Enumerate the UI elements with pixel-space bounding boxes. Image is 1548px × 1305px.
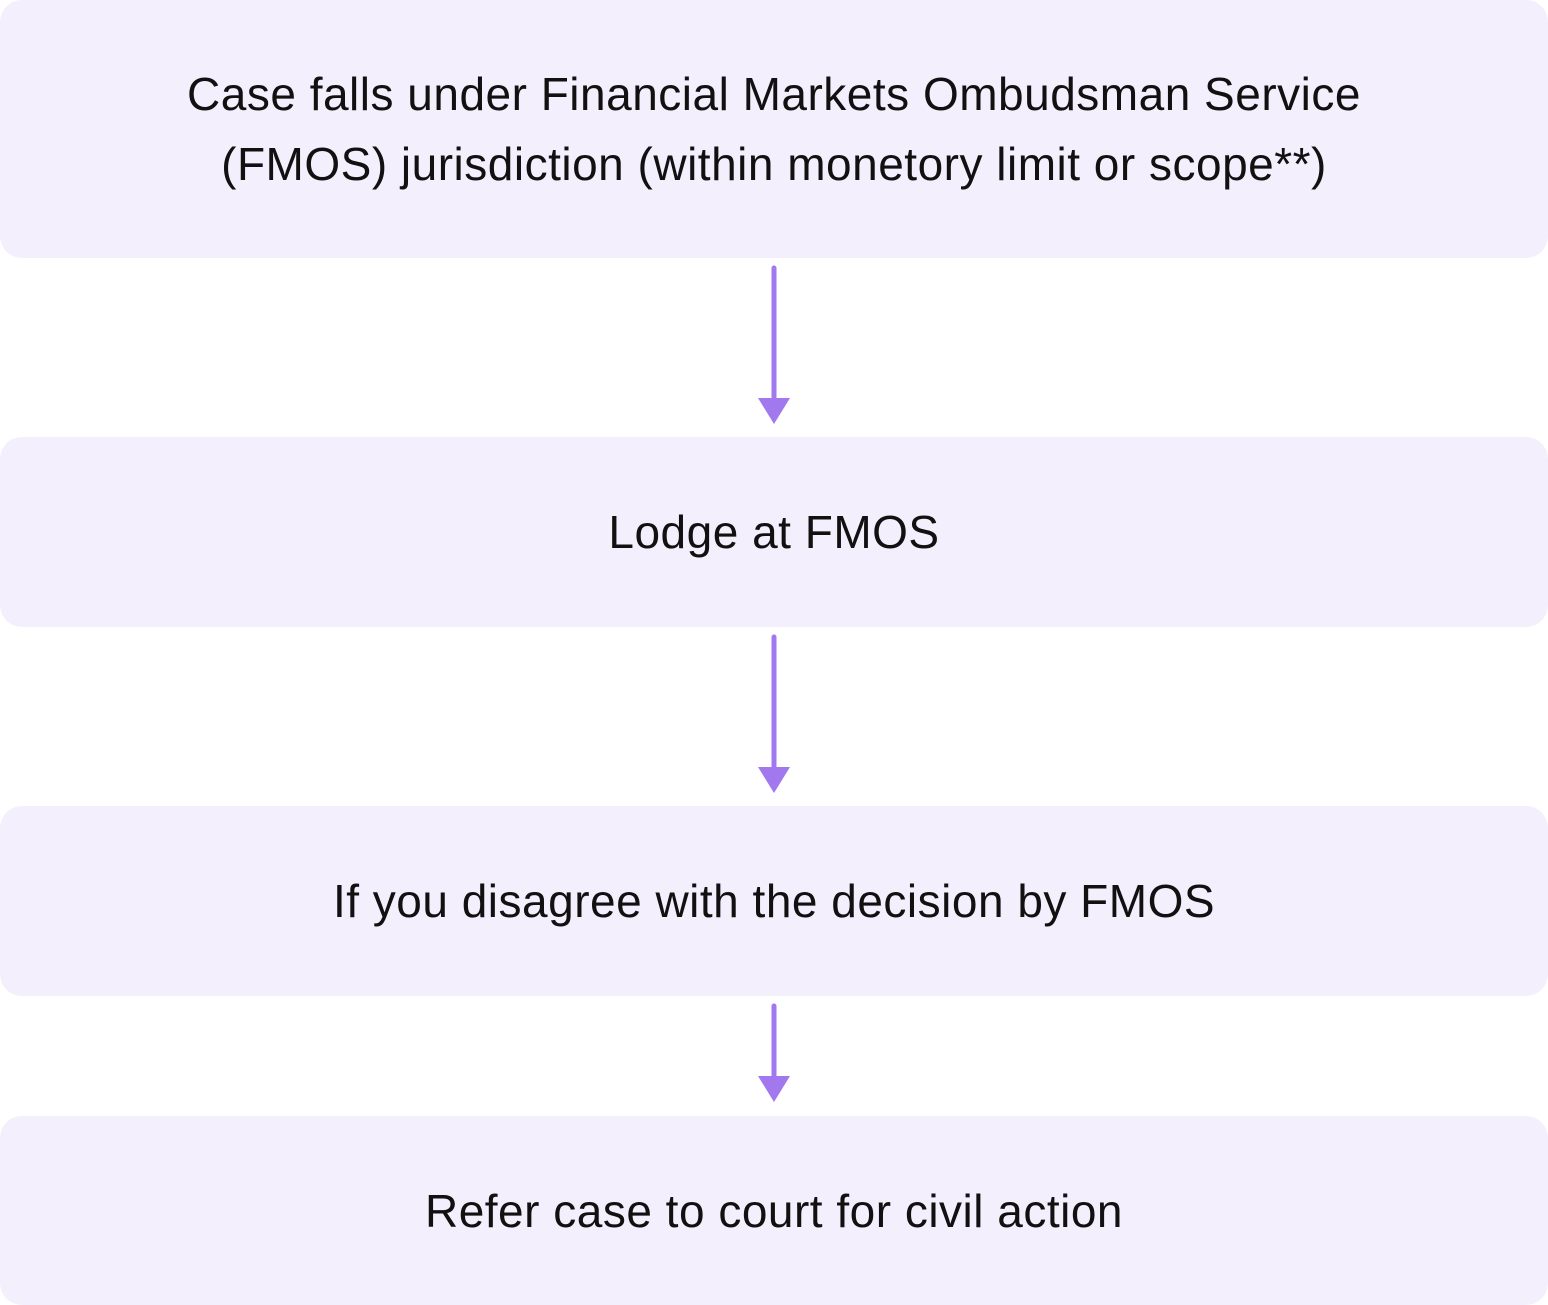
down-arrow-icon — [758, 634, 790, 793]
flow-step-1-label: Case falls under Financial Markets Ombud… — [187, 68, 1361, 190]
flow-step-3-label: If you disagree with the decision by FMO… — [332, 875, 1216, 927]
down-arrow-icon — [758, 265, 790, 424]
flow-step-4: Refer case to court for civil action — [0, 1116, 1548, 1305]
flow-step-2: Lodge at FMOS — [0, 437, 1548, 627]
flow-step-2-label: Lodge at FMOS — [608, 506, 940, 558]
down-arrow-icon — [758, 1003, 790, 1102]
flow-step-1: Case falls under Financial Markets Ombud… — [0, 0, 1548, 258]
flow-step-4-label: Refer case to court for civil action — [424, 1184, 1124, 1237]
flow-step-3: If you disagree with the decision by FMO… — [0, 806, 1548, 996]
